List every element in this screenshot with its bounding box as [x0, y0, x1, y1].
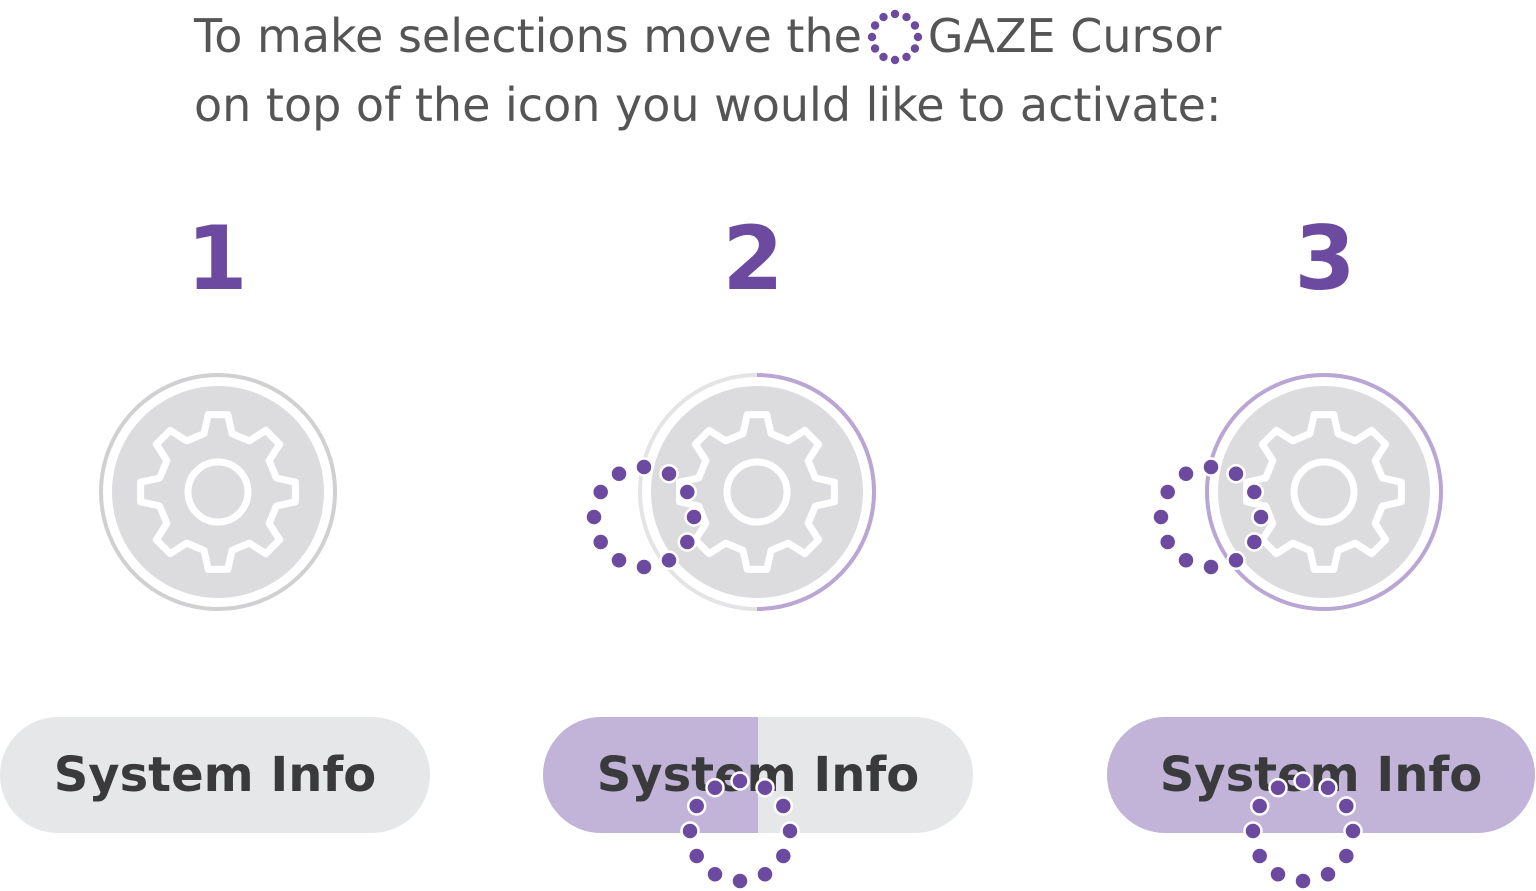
gaze-dot — [1318, 777, 1338, 798]
instruction-text-after: GAZE Cursor — [927, 9, 1222, 63]
gaze-dot — [1268, 777, 1288, 798]
gaze-dot — [609, 463, 629, 484]
gaze-dot — [879, 52, 888, 62]
system-info-button-3[interactable]: System Info — [1107, 717, 1535, 833]
gaze-dot — [659, 550, 679, 571]
gaze-dot — [1293, 771, 1313, 791]
gaze-dot — [1157, 482, 1178, 502]
instruction-text-before: To make selections move the — [194, 9, 862, 63]
gaze-dot — [730, 771, 750, 791]
step-2-icon-button[interactable] — [607, 360, 907, 620]
gaze-dot — [609, 550, 629, 571]
gaze-dot — [1157, 532, 1178, 552]
gear-hub — [184, 458, 252, 526]
gaze-dot — [890, 55, 900, 65]
gear-hub — [1290, 458, 1358, 526]
gaze-dot — [879, 12, 888, 22]
gaze-cursor-icon — [584, 457, 704, 577]
dwell-progress-ring — [756, 373, 876, 611]
gaze-dot — [634, 457, 654, 477]
gaze-dot — [1336, 846, 1357, 866]
step-1-icon-button[interactable] — [68, 360, 368, 620]
gaze-dot — [902, 12, 911, 22]
gaze-dot — [1226, 463, 1246, 484]
gaze-dot — [1243, 821, 1263, 841]
gaze-dot — [686, 846, 707, 866]
gaze-dot — [584, 507, 604, 527]
gaze-dot — [1201, 457, 1221, 477]
gaze-cursor-icon — [867, 9, 923, 65]
instruction-line-1: To make selections move the GAZE Cursor — [194, 8, 1221, 66]
system-info-button-2[interactable]: System Info — [543, 717, 973, 833]
gaze-dot — [913, 32, 923, 42]
gaze-dot — [910, 44, 920, 53]
gaze-dot — [867, 32, 877, 42]
dwell-progress-fill — [543, 717, 758, 833]
gaze-cursor-icon — [1243, 771, 1363, 891]
gaze-dot — [1249, 796, 1270, 816]
gaze-dot — [773, 846, 794, 866]
gaze-dot — [1244, 532, 1265, 552]
gaze-dot — [773, 796, 794, 816]
gaze-dot — [730, 871, 750, 891]
gaze-dot — [1226, 550, 1246, 571]
gaze-dot — [1176, 550, 1196, 571]
step-3-icon-button[interactable] — [1174, 360, 1474, 620]
gaze-dot — [684, 507, 704, 527]
gaze-dot — [902, 52, 911, 62]
step-number-3: 3 — [1294, 207, 1356, 310]
instruction-line-2: on top of the icon you would like to act… — [194, 78, 1222, 132]
gaze-dot — [755, 777, 775, 798]
gaze-dot — [1249, 846, 1270, 866]
step-number-1: 1 — [186, 207, 248, 310]
dwell-progress-fill — [1107, 717, 1535, 833]
gear-icon — [137, 411, 299, 573]
gaze-dot — [870, 21, 880, 30]
system-info-button-1[interactable]: System Info — [0, 717, 430, 833]
button-label: System Info — [53, 747, 377, 803]
gaze-dot — [910, 21, 920, 30]
gaze-dot — [590, 482, 611, 502]
gaze-dot — [1251, 507, 1271, 527]
dwell-progress-ring — [1205, 373, 1443, 611]
gaze-dot — [1151, 507, 1171, 527]
gaze-dot — [1336, 796, 1357, 816]
step-number-2: 2 — [722, 207, 784, 310]
gaze-dot — [780, 821, 800, 841]
gaze-dot — [890, 9, 900, 19]
gaze-cursor-icon — [680, 771, 800, 891]
gaze-dot — [1268, 864, 1288, 885]
gaze-dot — [1293, 871, 1313, 891]
gaze-dot — [1343, 821, 1363, 841]
gaze-dot — [1201, 557, 1221, 577]
gaze-dot — [705, 864, 725, 885]
gaze-dot — [659, 463, 679, 484]
gaze-dot — [634, 557, 654, 577]
gaze-dot — [1318, 864, 1338, 885]
gaze-dot — [677, 482, 698, 502]
gaze-dot — [705, 777, 725, 798]
gaze-dot — [680, 821, 700, 841]
gear-hub — [723, 458, 791, 526]
gaze-dot — [755, 864, 775, 885]
gear-outline — [1243, 411, 1405, 573]
gear-outline — [137, 411, 299, 573]
gear-icon — [1243, 411, 1405, 573]
gaze-dot — [677, 532, 698, 552]
gaze-dot — [686, 796, 707, 816]
icon-outer-ring — [99, 373, 337, 611]
gaze-dot — [590, 532, 611, 552]
gaze-cursor-icon — [1151, 457, 1271, 577]
gaze-dot — [1244, 482, 1265, 502]
gaze-dot — [870, 44, 880, 53]
gaze-dot — [1176, 463, 1196, 484]
gear-outline — [676, 411, 838, 573]
gear-icon — [676, 411, 838, 573]
